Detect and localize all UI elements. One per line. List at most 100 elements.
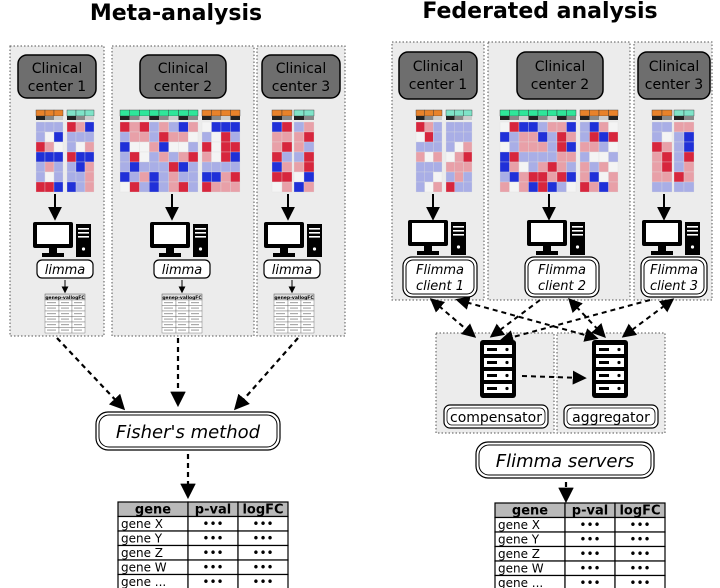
heatmap-cell [683,151,695,163]
heatmap-cell [683,121,695,133]
heatmap-cell [537,141,548,153]
heatmap-cell [293,151,305,163]
heatmap-cell [547,121,558,133]
heatmap-cell [454,121,464,133]
heatmap-cell [75,121,86,133]
heatmap-cell [589,131,600,143]
heatmap-cell [149,141,160,153]
heatmap-cell [211,131,222,143]
mini-table-cell-text [276,324,285,326]
sample-covariate-cell [67,116,76,120]
heatmap-cell [44,181,55,193]
sample-covariate-cell [129,116,140,120]
result-gene-name: gene W [498,562,544,576]
mini-table-header-text: genep-vallogFC [162,295,202,301]
heatmap-cell [661,121,673,133]
heatmap-cell [463,141,473,153]
result-value: ••• [202,517,223,531]
heatmap-cell [566,121,577,133]
sample-header-cell [66,109,77,117]
heatmap-cell [424,121,434,133]
heatmap-cell [566,141,577,153]
mini-table-cell-text [47,302,56,304]
heatmap-cell [579,131,590,143]
heatmap-cell [66,181,77,193]
heatmap-cell [271,161,283,173]
mini-table-cell-text [290,324,298,326]
mini-table-cell-text [61,329,69,331]
sample-covariate-cell [500,116,510,120]
heatmap-cell [566,161,577,173]
sample-covariate-cell [509,116,519,120]
heatmap-cell [598,141,609,153]
heatmap-cell [53,171,64,183]
heatmap-cell [129,121,140,133]
left-center-1-box: Clinical center 1 [17,54,97,99]
sample-covariate-cell [652,116,662,120]
sample-covariate-cell [221,116,231,120]
sample-covariate-cell [566,116,576,120]
heatmap-cell [271,151,283,163]
heatmap-cell [211,171,222,183]
sample-covariate-cell [230,116,240,120]
heatmap-cell [528,181,539,193]
result-gene-name: gene Z [498,547,540,561]
heatmap-cell [424,151,434,163]
sample-header-cell [75,109,86,117]
heatmap-cell [158,181,169,193]
flimma-client-2-line1: Flimma [538,263,586,278]
heatmap-cell [220,141,231,153]
heatmap-cell [281,141,293,153]
compensator-to-aggregator-arrow [521,370,587,385]
heatmap-cell [158,141,169,153]
mini-table-cell-text [61,307,69,309]
heatmap-cell [579,141,590,153]
right-center-2-box: Clinical center 2 [516,51,604,100]
left-center-2-label-line2: center 2 [154,79,212,95]
mini-table-cell-text [178,313,186,315]
heatmap-cell [75,181,86,193]
result-header-text: logFC [619,504,660,519]
result-gene-name: gene ... [121,575,166,588]
sample-covariate-cell [463,116,472,120]
sample-covariate-cell [557,116,567,120]
sample-header-cell [178,109,189,117]
heatmap-cell [158,121,169,133]
sample-covariate-cell [519,116,529,120]
federated-analysis-title: Federated analysis [422,0,657,24]
heatmap-cell [608,171,619,183]
sample-covariate-cell [547,116,557,120]
heatmap-cell [129,141,140,153]
heatmap-cell [293,131,305,143]
right-center-2-label-line1: Clinical [535,59,585,75]
heatmap-cell [75,131,86,143]
heatmap-cell [608,151,619,163]
result-value: ••• [579,562,600,576]
heatmap-cell [433,181,443,193]
mini-table-cell-text [290,318,298,320]
flimma-client-3-line1: Flimma [650,263,698,278]
sample-covariate-cell [674,116,684,120]
heatmap-cell [129,131,140,143]
result-value: ••• [579,533,600,547]
sample-header-cell [149,109,160,117]
heatmap-cell [211,121,222,133]
heatmap-cell [499,181,510,193]
right-center-2-heatmap [499,109,619,193]
heatmap-cell [556,121,567,133]
heatmap-cell [547,141,558,153]
heatmap-cell [445,181,455,193]
left-center-1-heatmap [35,109,95,193]
heatmap-cell [84,131,95,143]
compensator-label-box: compensator [443,404,549,429]
mini-table-cell-text [164,307,173,309]
heatmap-cell [415,131,425,143]
sample-header-cell [463,109,473,117]
sample-header-cell [579,109,590,117]
heatmap-cell [598,181,609,193]
heatmap-cell [445,121,455,133]
mini-table-cell-text [191,318,199,320]
sample-covariate-cell [120,116,130,120]
heatmap-cell [528,141,539,153]
heatmap-cell [579,161,590,173]
